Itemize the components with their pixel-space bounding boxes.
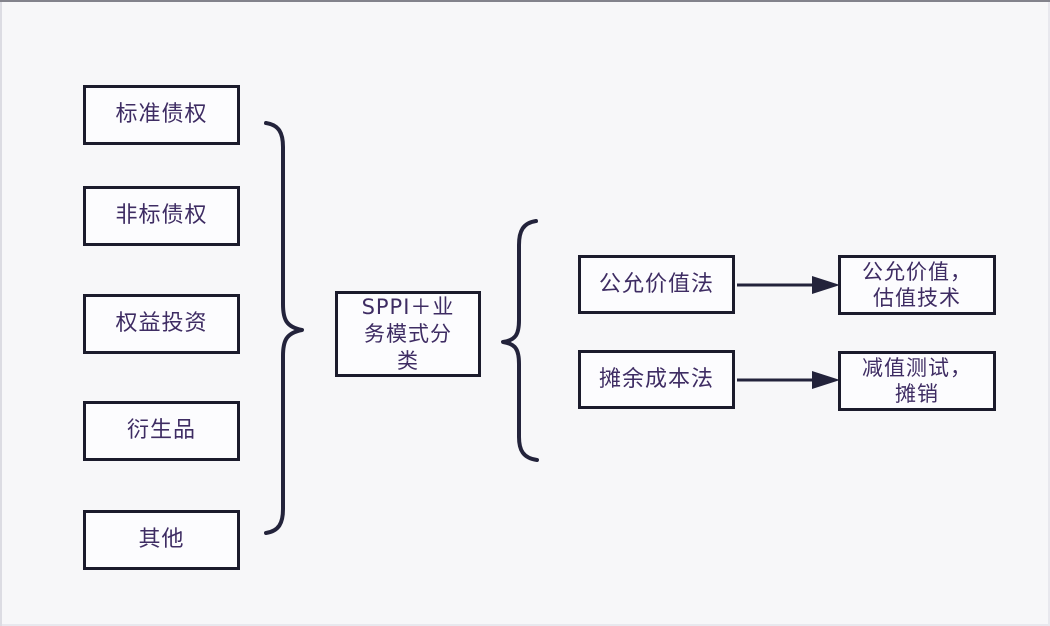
arrow-amortized-cost xyxy=(737,371,840,389)
box-fair-value-method: 公允价值法 xyxy=(578,255,735,314)
left-curly-brace xyxy=(264,121,304,535)
box-sppi-classification: SPPI＋业 务模式分 类 xyxy=(335,291,481,377)
box-nonstandard-debt: 非标债权 xyxy=(83,186,240,246)
right-curly-brace xyxy=(501,219,539,462)
box-standard-debt: 标准债权 xyxy=(83,85,240,145)
box-fair-value-valuation: 公允价值， 估值技术 xyxy=(838,255,996,315)
box-other: 其他 xyxy=(83,510,240,570)
box-derivatives: 衍生品 xyxy=(83,401,240,461)
box-impairment-amortization: 减值测试， 摊销 xyxy=(838,351,996,411)
box-amortized-cost-method: 摊余成本法 xyxy=(578,350,735,409)
arrow-fair-value xyxy=(737,276,840,294)
box-equity-investment: 权益投资 xyxy=(83,294,240,354)
